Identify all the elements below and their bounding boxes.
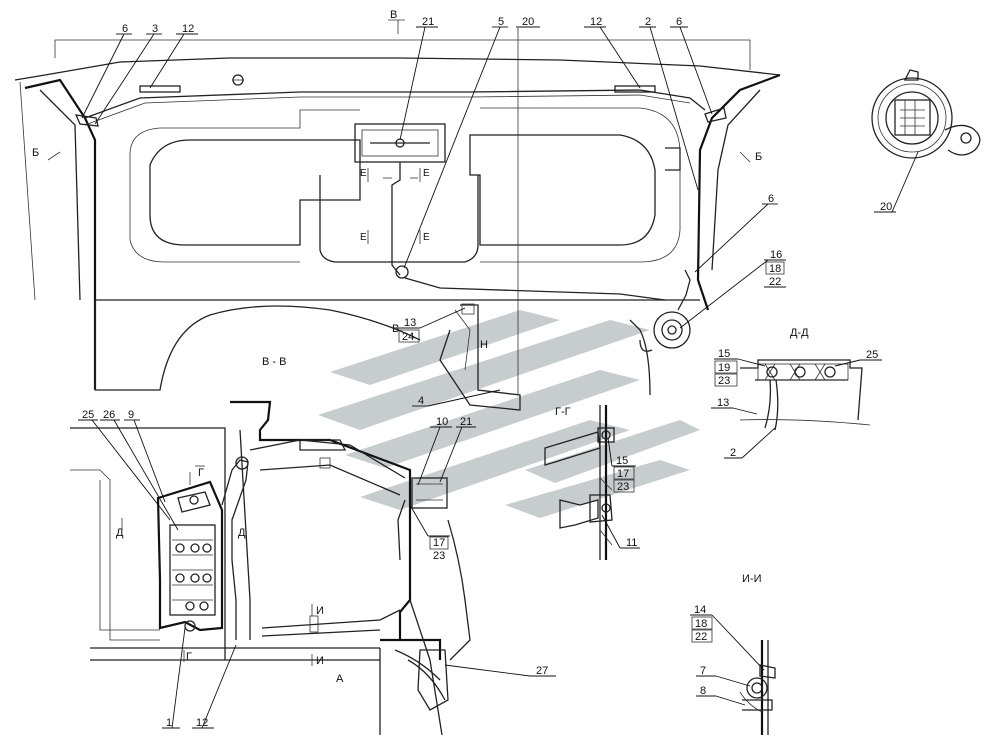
section-mark-v-mid: В: [392, 323, 399, 335]
watermark-logo: [318, 310, 700, 518]
callout-12b: 12: [590, 16, 602, 28]
callout-21b: 21: [460, 416, 472, 428]
callout-21a: 21: [422, 16, 434, 28]
section-mark-d1: Д: [116, 527, 124, 539]
callout-17b: 17: [617, 468, 629, 480]
view-label-i-i: И-И: [742, 573, 761, 585]
callout-13a: 13: [404, 317, 416, 329]
callout-7: 7: [700, 665, 706, 677]
callout-20a: 20: [522, 16, 534, 28]
section-mark-g2: Г: [186, 651, 192, 663]
section-mark-b-right: Б: [755, 151, 762, 163]
section-i-i: И-И 14 18 22 7 8: [690, 573, 776, 735]
callout-27: 27: [536, 665, 548, 677]
callout-6c: 6: [768, 193, 774, 205]
view-label-b-b: В - В: [262, 356, 286, 368]
callout-6a: 6: [122, 23, 128, 35]
section-mark-d2: Д: [238, 527, 246, 539]
section-mark-b-left: Б: [32, 147, 39, 159]
lower-left-view: [70, 400, 471, 736]
callout-18b: 18: [695, 618, 707, 630]
callout-6b: 6: [676, 16, 682, 28]
section-d-d: Д-Д 15 19 23 25 13 2: [711, 327, 882, 459]
section-mark-i1: И: [316, 605, 324, 617]
callout-23a: 23: [718, 375, 730, 387]
callout-17a: 17: [433, 537, 445, 549]
lower-callouts: 25 26 9 10 21 17 23 1 12 27: [78, 409, 556, 729]
callout-15a: 15: [718, 348, 730, 360]
callout-14: 14: [694, 604, 706, 616]
callout-24: 24: [402, 331, 414, 343]
callout-12a: 12: [182, 23, 194, 35]
callout-11: 11: [626, 537, 637, 549]
section-g-g: Г-Г 15 17 23 11: [544, 405, 640, 560]
callout-10: 10: [436, 416, 448, 428]
callout-18a: 18: [769, 263, 781, 275]
view-label-d-d: Д-Д: [790, 327, 809, 339]
callout-8: 8: [700, 685, 706, 697]
section-mark-a: А: [336, 673, 344, 685]
callout-25b: 25: [82, 409, 94, 421]
top-callouts: 6 3 12 21 5 20 12 2 6 6 16 18 22 13 24 4: [81, 16, 786, 407]
callout-25a: 25: [866, 349, 878, 361]
section-mark-g1: Г: [198, 467, 204, 479]
callout-23c: 23: [617, 481, 629, 493]
callout-1: 1: [166, 717, 172, 729]
section-mark-e2: Е: [423, 168, 430, 179]
callout-3: 3: [152, 23, 158, 35]
section-mark-i2: И: [316, 655, 324, 667]
callout-15b: 15: [616, 455, 628, 467]
callout-2a: 2: [645, 16, 651, 28]
callout-4: 4: [418, 395, 424, 407]
top-panel-view: [14, 19, 781, 411]
section-mark-n: Н: [480, 339, 488, 351]
section-mark-e3: Е: [360, 232, 367, 243]
callout-13b: 13: [717, 397, 729, 409]
callout-5: 5: [498, 16, 504, 28]
callout-2b: 2: [730, 447, 736, 459]
callout-16: 16: [770, 249, 782, 261]
section-mark-v-top: В: [390, 9, 397, 21]
callout-19: 19: [718, 362, 730, 374]
callout-22a: 22: [769, 276, 781, 288]
callout-22b: 22: [695, 631, 707, 643]
callout-20b: 20: [880, 201, 892, 213]
connector-20-detail: 20: [871, 69, 981, 213]
callout-23b: 23: [433, 550, 445, 562]
callout-26: 26: [103, 409, 115, 421]
section-mark-e4: Е: [423, 232, 430, 243]
view-label-g-g: Г-Г: [555, 406, 571, 418]
callout-9: 9: [128, 409, 134, 421]
section-mark-e1: Е: [360, 168, 367, 179]
